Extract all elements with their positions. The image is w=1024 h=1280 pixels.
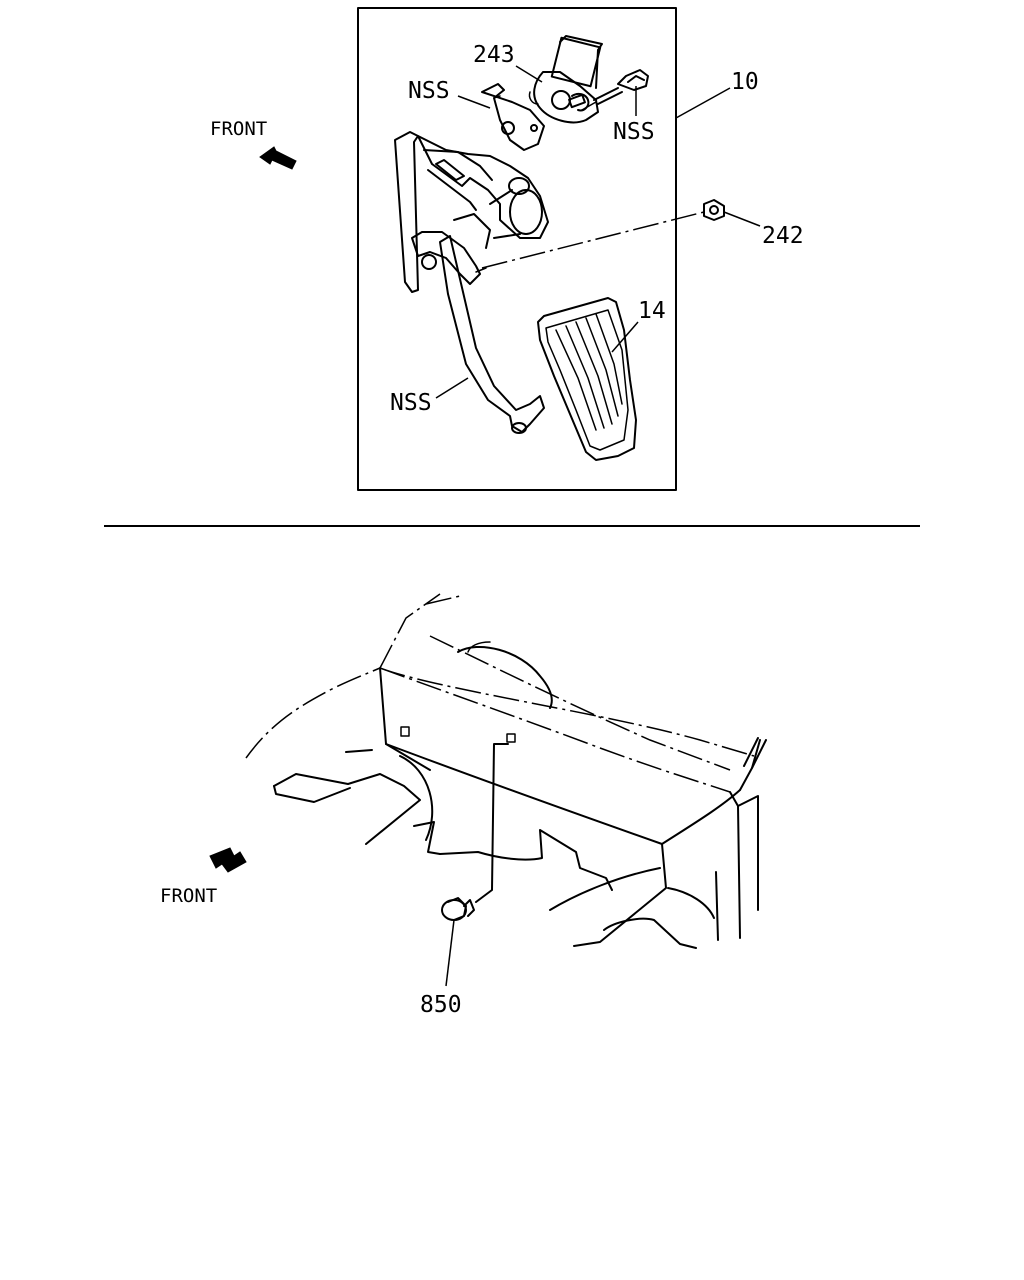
sensor-bolt <box>581 69 649 111</box>
pedal-arm <box>439 235 545 434</box>
clip-850 <box>441 743 509 987</box>
leader-lines-upper <box>435 65 761 399</box>
body-phantom-lines <box>245 593 755 793</box>
front-label-lower: FRONT <box>160 885 217 907</box>
floor-tunnel <box>273 749 715 949</box>
sensor-bracket <box>481 83 545 151</box>
pedal-pad <box>537 297 637 461</box>
nut-242 <box>481 199 725 269</box>
upper-view: FRONT <box>210 7 804 491</box>
pedal-bracket <box>394 131 549 293</box>
callout-243: 243 <box>473 42 515 68</box>
front-label-upper: FRONT <box>210 118 267 140</box>
dash-panel <box>379 667 767 947</box>
wheel-arch <box>399 641 553 841</box>
callout-nss-bolt: NSS <box>613 119 655 145</box>
callout-nss-bracket: NSS <box>408 78 450 104</box>
pedal-position-sensor <box>528 35 603 124</box>
pedal-assembly-frame <box>357 7 677 491</box>
callout-14: 14 <box>638 298 666 324</box>
callout-850: 850 <box>420 992 462 1018</box>
lower-view: FRONT <box>160 593 767 1018</box>
callout-nss-arm: NSS <box>390 390 432 416</box>
callout-10: 10 <box>731 69 759 95</box>
front-arrow-upper <box>259 146 297 170</box>
front-arrow-lower <box>209 847 247 873</box>
callout-242: 242 <box>762 223 804 249</box>
